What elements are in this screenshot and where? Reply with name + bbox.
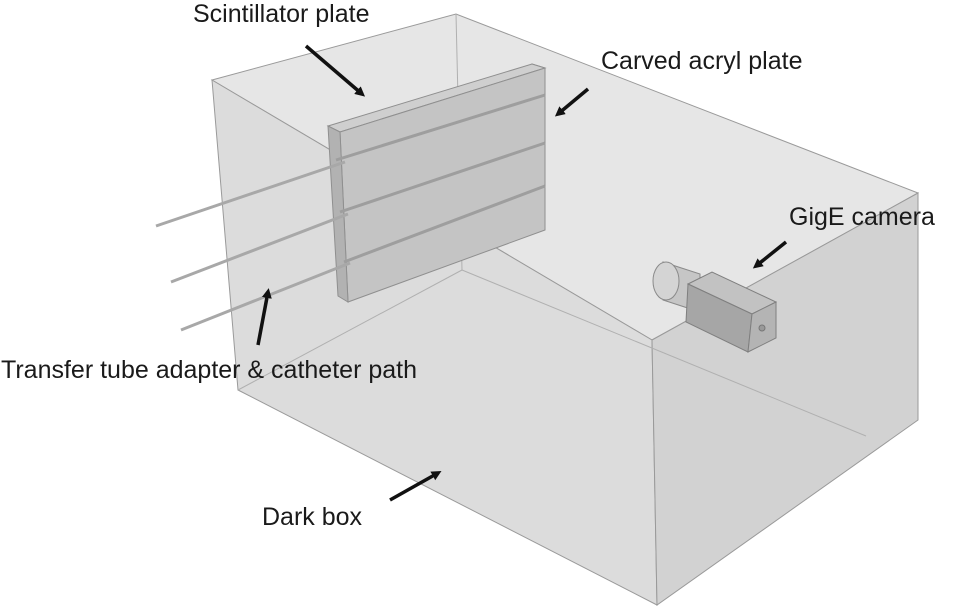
plate-groove <box>335 93 546 162</box>
dark-box-front-face <box>651 192 919 606</box>
label-carved-acryl-plate: Carved acryl plate <box>601 47 803 75</box>
dark-box-hidden-edge <box>237 269 463 391</box>
plate-groove <box>339 141 546 214</box>
gige-camera <box>652 261 778 353</box>
annotation-arrows <box>256 44 788 502</box>
dark-box <box>210 13 920 606</box>
label-transfer-tube: Transfer tube adapter & catheter path <box>1 356 417 384</box>
plate-groove <box>343 184 546 264</box>
camera-lens-face <box>652 261 680 301</box>
catheter-tube <box>155 160 346 228</box>
scintillator-plate <box>326 63 547 303</box>
label-dark-box: Dark box <box>262 503 363 531</box>
camera-connector <box>758 324 766 332</box>
catheter-tube <box>170 212 349 284</box>
arrow-darkbox <box>389 471 442 502</box>
arrow-acryl <box>554 87 590 117</box>
plate-front-edge <box>327 125 349 303</box>
label-gige-camera: GigE camera <box>789 203 935 231</box>
dark-box-hidden-edge <box>461 269 867 437</box>
arrow-camera <box>752 240 788 269</box>
arrow-scintillator <box>304 44 366 97</box>
arrow-tube <box>256 288 272 346</box>
label-scintillator-plate: Scintillator plate <box>193 0 370 28</box>
